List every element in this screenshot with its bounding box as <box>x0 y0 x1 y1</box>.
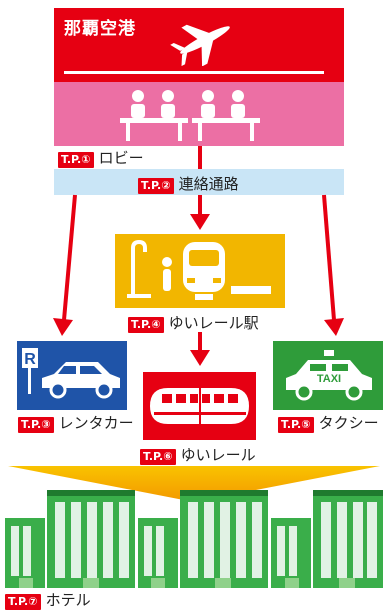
tp-badge: T.P.⑦ <box>5 594 41 610</box>
arrow-to-taxi <box>322 194 336 321</box>
node-label: ホテル <box>45 591 91 609</box>
rental-car-icon: R <box>22 348 120 399</box>
tp-badge: T.P.① <box>58 152 94 168</box>
tp-badge: T.P.② <box>138 178 174 194</box>
taxi-sign: TAXI <box>317 373 341 385</box>
hotels-illustration <box>5 490 383 588</box>
airport-name: 那覇空港 <box>64 19 136 39</box>
node-hotel-label: T.P.⑦ ホテル <box>5 590 91 610</box>
node-label: ロビー <box>98 149 144 167</box>
airport-underline <box>64 71 324 74</box>
node-lobby-label: T.P.① ロビー <box>58 148 144 168</box>
node-rental-car-label: T.P.③ レンタカー <box>18 413 134 433</box>
tp-badge: T.P.⑥ <box>140 449 176 465</box>
node-corridor-label: T.P.② 連絡通路 <box>138 174 239 194</box>
monorail-station-icon <box>127 240 271 300</box>
node-label: ゆいレール駅 <box>168 314 259 332</box>
node-monorail-label: T.P.⑥ ゆいレール <box>140 445 256 465</box>
corridor-block <box>54 169 344 195</box>
flow-arrows <box>53 146 344 366</box>
taxi-icon: TAXI <box>286 350 372 401</box>
node-label: 連絡通路 <box>178 175 239 193</box>
node-taxi-label: T.P.⑤ タクシー <box>278 413 379 433</box>
tp-badge: T.P.④ <box>128 317 164 333</box>
tp-badge: T.P.③ <box>18 417 54 433</box>
funnel-arrow <box>8 466 380 502</box>
hotel-building-group <box>5 490 383 588</box>
monorail-train-icon <box>150 388 249 424</box>
airplane-icon <box>170 24 230 66</box>
node-label: ゆいレール <box>180 446 256 464</box>
arrow-to-rental <box>62 194 77 321</box>
tp-badge: T.P.⑤ <box>278 417 314 433</box>
node-monorail-station-label: T.P.④ ゆいレール駅 <box>128 313 259 333</box>
check-in-counter-icon <box>120 90 260 141</box>
rental-sign: R <box>24 351 36 368</box>
node-label: タクシー <box>318 414 379 432</box>
node-label: レンタカー <box>58 414 134 432</box>
